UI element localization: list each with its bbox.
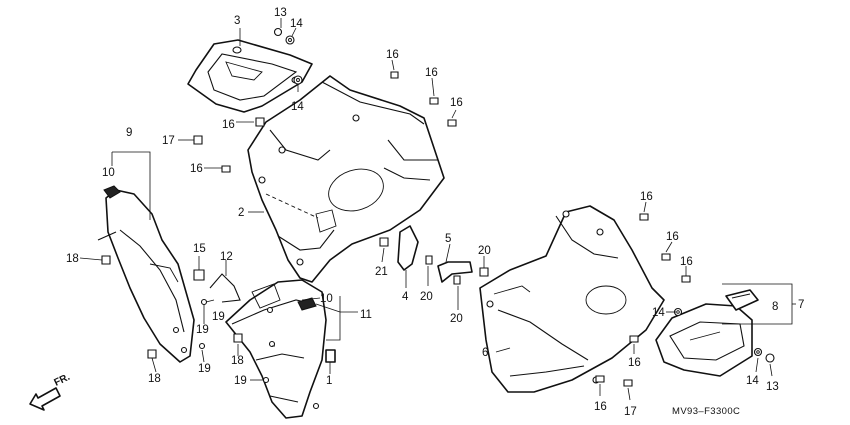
part-left-side-panel bbox=[97, 189, 195, 363]
callout-label: 18 bbox=[148, 373, 161, 385]
callout-label: 11 bbox=[360, 309, 372, 321]
callout-label: 3 bbox=[234, 15, 240, 27]
callout-label: 16 bbox=[222, 119, 235, 131]
callout-label: 14 bbox=[652, 307, 665, 319]
callout-label: 6 bbox=[482, 347, 488, 359]
callout-label: 18 bbox=[231, 355, 244, 367]
callout-label: 14 bbox=[291, 101, 304, 113]
callout-label: 9 bbox=[126, 127, 132, 139]
callout-label: 20 bbox=[450, 313, 463, 325]
callout-label: 19 bbox=[198, 363, 211, 375]
callout-label: 17 bbox=[624, 406, 637, 418]
callout-label: 17 bbox=[162, 135, 175, 147]
callout-label: 16 bbox=[450, 97, 463, 109]
callout-label: 13 bbox=[274, 7, 287, 19]
callout-label: 12 bbox=[220, 251, 233, 263]
leader-lines bbox=[79, 18, 796, 401]
callout-label: 7 bbox=[798, 299, 804, 311]
callout-label: 19 bbox=[212, 311, 225, 323]
part-grommet-left bbox=[103, 185, 121, 199]
fasteners bbox=[101, 27, 775, 387]
part-right-side-cowl bbox=[479, 205, 665, 393]
callout-label: 5 bbox=[445, 233, 451, 245]
part-stay-4 bbox=[397, 225, 419, 271]
callout-label: 10 bbox=[320, 293, 333, 305]
callout-label: 14 bbox=[746, 375, 759, 387]
callout-label: 18 bbox=[66, 253, 79, 265]
callout-label: 16 bbox=[628, 357, 641, 369]
callout-label: 14 bbox=[290, 18, 303, 30]
callout-label: 20 bbox=[478, 245, 491, 257]
part-stay-5 bbox=[437, 261, 473, 283]
callout-label: 13 bbox=[766, 381, 779, 393]
callout-labels: 3 13 14 14 16 16 16 16 17 16 2 9 10 18 1… bbox=[66, 7, 804, 418]
part-clip bbox=[325, 349, 336, 363]
callout-label: 21 bbox=[375, 266, 388, 278]
callout-label: 4 bbox=[402, 291, 409, 303]
callout-label: 16 bbox=[190, 163, 203, 175]
part-stay-12 bbox=[209, 273, 241, 303]
callout-label: 16 bbox=[640, 191, 653, 203]
part-right-side-panel bbox=[655, 303, 753, 377]
front-direction-arrow: FR. bbox=[29, 372, 72, 411]
callout-label: 16 bbox=[666, 231, 679, 243]
callout-label: 19 bbox=[234, 375, 247, 387]
callout-label: 16 bbox=[425, 67, 438, 79]
callout-label: 2 bbox=[238, 207, 244, 219]
part-grommet-right bbox=[725, 289, 759, 311]
reference-code: MV93–F3300C bbox=[672, 406, 740, 417]
callout-label: 19 bbox=[196, 324, 209, 336]
callout-label: 8 bbox=[772, 301, 778, 313]
callout-label: 16 bbox=[386, 49, 399, 61]
callout-label: 15 bbox=[193, 243, 206, 255]
callout-label: 16 bbox=[680, 256, 693, 268]
part-front-fairing bbox=[247, 75, 445, 283]
callout-label: 16 bbox=[594, 401, 607, 413]
direction-label: FR. bbox=[52, 372, 71, 389]
callout-label: 10 bbox=[102, 167, 115, 179]
callout-label: 1 bbox=[326, 375, 332, 387]
callout-label: 20 bbox=[420, 291, 433, 303]
